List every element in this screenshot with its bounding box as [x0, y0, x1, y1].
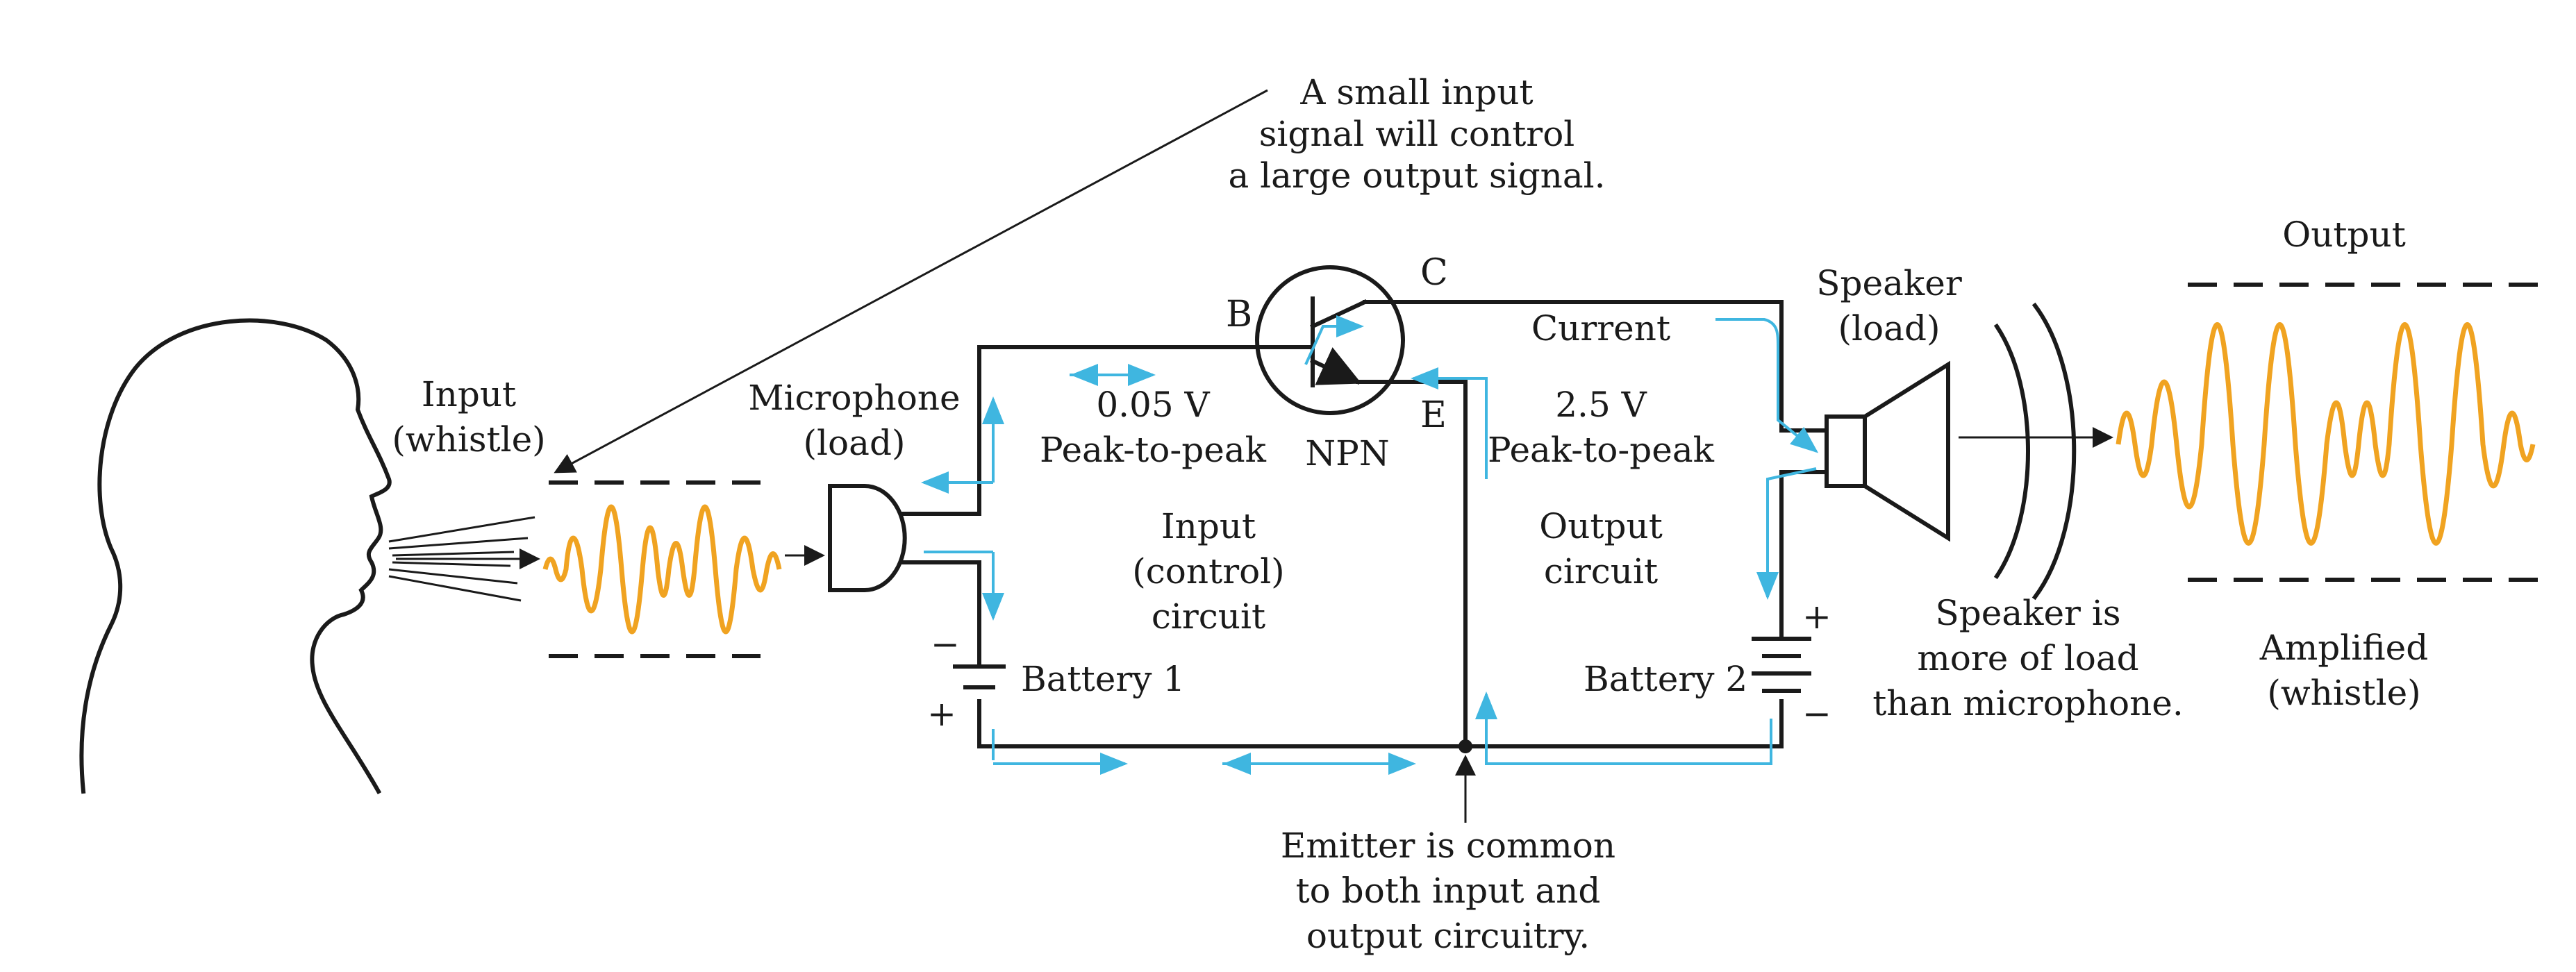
battery-2-label: Battery 2	[1584, 659, 1747, 699]
svg-text:a large output signal.: a large output signal.	[1228, 156, 1605, 196]
output-title: Output	[2282, 215, 2406, 255]
svg-text:(control): (control)	[1132, 551, 1284, 592]
speaker-symbol	[1825, 360, 1950, 542]
svg-text:output circuitry.: output circuitry.	[1306, 916, 1590, 956]
svg-text:0.05 V: 0.05 V	[1096, 385, 1210, 425]
svg-text:Speaker: Speaker	[1816, 263, 1962, 303]
microphone-symbol	[828, 484, 981, 592]
current-flow-arrows	[921, 315, 1819, 775]
input-label: Input (whistle)	[392, 374, 545, 460]
svg-text:Output: Output	[1539, 506, 1663, 546]
speaker-label: Speaker (load)	[1816, 263, 1962, 349]
battery-2-symbol	[1752, 637, 1811, 693]
svg-text:than microphone.: than microphone.	[1872, 683, 2184, 723]
svg-text:to both input and: to both input and	[1296, 871, 1601, 911]
svg-text:Peak-to-peak: Peak-to-peak	[1040, 430, 1267, 470]
battery-2-minus: −	[1802, 694, 1831, 734]
output-circuit-wires	[1779, 300, 1829, 748]
input-voltage-label: 0.05 V Peak-to-peak	[1040, 385, 1267, 470]
svg-text:circuit: circuit	[1152, 596, 1265, 637]
svg-text:Microphone: Microphone	[748, 378, 960, 418]
current-label: Current	[1531, 308, 1670, 349]
microphone-label: Microphone (load)	[748, 378, 960, 463]
svg-text:(load): (load)	[1838, 308, 1941, 349]
battery-1-plus: +	[927, 694, 956, 734]
battery-1-minus: −	[931, 624, 960, 664]
svg-text:circuit: circuit	[1544, 551, 1658, 592]
emitter-common-node	[1459, 739, 1472, 753]
emitter-label: E	[1420, 394, 1447, 436]
svg-text:Peak-to-peak: Peak-to-peak	[1488, 430, 1715, 470]
battery-1-label: Battery 1	[1021, 659, 1185, 699]
head-silhouette	[79, 318, 392, 795]
output-circuit-label: Output circuit	[1539, 506, 1663, 592]
svg-text:Input: Input	[422, 374, 516, 414]
npn-label: NPN	[1305, 433, 1389, 474]
sound-arcs	[1993, 302, 2077, 601]
svg-text:Input: Input	[1161, 506, 1256, 546]
svg-text:A small input: A small input	[1299, 72, 1533, 112]
amplified-label: Amplified (whistle)	[2259, 628, 2428, 713]
breath-lines	[388, 516, 540, 602]
svg-text:more of load: more of load	[1917, 638, 2138, 678]
callout-text: A small input signal will control a larg…	[1228, 72, 1605, 196]
output-voltage-label: 2.5 V Peak-to-peak	[1488, 385, 1715, 470]
input-circuit-label: Input (control) circuit	[1132, 506, 1284, 637]
svg-text:(whistle): (whistle)	[392, 419, 545, 460]
svg-text:Emitter is common: Emitter is common	[1281, 826, 1615, 866]
svg-text:Speaker is: Speaker is	[1936, 593, 2121, 633]
output-waveform	[2116, 322, 2536, 546]
callout-arrow	[554, 89, 1268, 474]
input-circuit-wires	[977, 345, 1784, 748]
svg-text:(whistle): (whistle)	[2267, 673, 2420, 713]
battery-2-plus: +	[1802, 596, 1831, 637]
input-waveform	[542, 504, 782, 635]
speaker-note: Speaker is more of load than microphone.	[1872, 593, 2184, 723]
svg-text:Amplified: Amplified	[2259, 628, 2428, 668]
svg-text:(load): (load)	[804, 423, 906, 463]
collector-label: C	[1420, 252, 1448, 294]
battery-1-symbol	[953, 664, 1006, 689]
svg-text:2.5 V: 2.5 V	[1555, 385, 1647, 425]
base-label: B	[1226, 294, 1252, 335]
emitter-note: Emitter is common to both input and outp…	[1281, 826, 1615, 956]
npn-transistor-symbol	[1255, 265, 1784, 748]
svg-text:signal will control: signal will control	[1259, 114, 1575, 154]
